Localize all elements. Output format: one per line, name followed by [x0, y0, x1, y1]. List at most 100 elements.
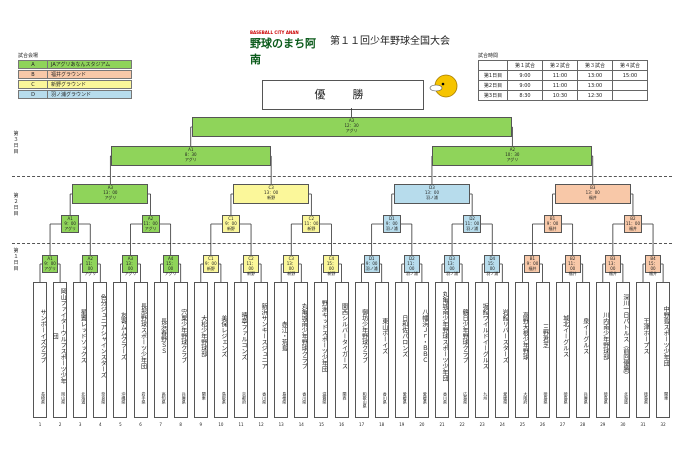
team-slot: 御坊少年野球クラブ和歌山県	[354, 282, 369, 418]
team-number: 12	[258, 422, 264, 427]
match-venue: 福井	[568, 271, 577, 276]
team-name: 色分ジュニアシャインスターズ	[99, 294, 107, 378]
team-name: 高野大根少年野球	[521, 312, 529, 360]
match-id: B3	[590, 185, 596, 190]
team-slot: 三野君芝徳島県	[535, 282, 550, 418]
team-slot: 大松少年野球部関東	[193, 282, 208, 418]
match-time: 8：30	[184, 152, 197, 157]
schedule-cell	[612, 90, 648, 101]
team-prefecture: 広島県	[463, 392, 469, 404]
match-venue: アグリ	[44, 266, 56, 271]
match-venue: アグリ	[144, 226, 157, 231]
match-venue: アグリ	[506, 157, 519, 162]
team-name: 八幡浜Ｊｒ・ＢＢＣ	[420, 309, 428, 363]
team-prefecture: 滋賀県	[322, 392, 328, 404]
team-prefecture: 愛媛県	[422, 392, 428, 404]
match-id: A1	[47, 256, 53, 261]
team-slot: 新浜サンキースジュニア香川県	[254, 282, 269, 418]
match-id: C2	[248, 256, 254, 261]
team-prefecture: 京都府	[242, 392, 247, 404]
team-slot: 高野大根少年野球大阪府	[515, 282, 530, 418]
team-name: 長浜春野ＳＳ	[159, 318, 167, 354]
match-id: C1	[208, 256, 214, 261]
team-name: 東山ボーイズ	[380, 318, 388, 354]
day1-label: 第１日目	[13, 248, 19, 272]
match-time: 10：30	[505, 152, 520, 157]
day3-label: 第３日目	[13, 131, 19, 155]
team-number: 28	[580, 422, 586, 427]
team-number: 16	[338, 422, 345, 427]
team-number: 32	[660, 422, 666, 427]
match-venue: 新野	[327, 271, 336, 276]
team-name: 赤江・荒島	[280, 321, 288, 351]
legend-label: 羽ノ浦グラウンド	[51, 92, 92, 98]
team-number: 1	[38, 422, 42, 427]
team-slot: 八幡浜Ｊｒ・ＢＢＣ 愛媛県	[414, 282, 429, 418]
team-name: 友寄ムムクラーズ	[119, 312, 127, 360]
match-id: D2	[469, 216, 475, 221]
team-prefecture: 九州	[483, 392, 489, 400]
match-venue: 羽ノ浦	[365, 266, 378, 271]
team-number: 18	[379, 422, 385, 427]
match-time: 9：00	[205, 261, 217, 266]
match-venue: 福井	[649, 271, 658, 276]
divider-day3	[12, 176, 672, 177]
team-prefecture: 徳島県	[543, 392, 549, 404]
team-number: 25	[519, 422, 525, 427]
team-name: 泉イーグルス	[581, 318, 589, 354]
team-number: 29	[600, 422, 606, 427]
team-number: 30	[620, 422, 626, 427]
team-name: サンボーイズクラブ	[39, 309, 46, 363]
team-number: 5	[119, 422, 122, 427]
match-id: D1	[388, 216, 395, 221]
mascot-icon	[429, 74, 458, 98]
team-slot: 晴章ファルコンズ京都府	[234, 282, 248, 418]
team-slot: 星置レッドソックス北海道	[73, 282, 88, 418]
team-number: 2	[58, 422, 62, 427]
team-number: 7	[159, 422, 162, 427]
team-name: 御坊少年野球クラブ	[360, 309, 368, 363]
team-number: 10	[218, 422, 224, 427]
match-id: A1	[67, 216, 73, 221]
team-name: 中野島スポーツ少年団	[662, 306, 670, 366]
team-number: 14	[298, 422, 304, 427]
match-id: A2	[87, 256, 93, 261]
match-time: 13：00	[608, 261, 618, 271]
match-time: 11：00	[246, 261, 256, 271]
match-time: 9：00	[385, 221, 398, 226]
team-prefecture: 徳島県	[563, 392, 569, 404]
match-time: 15：00	[166, 261, 176, 271]
match-time: 15：00	[487, 261, 497, 271]
team-name: 岩館リバースターズ	[501, 309, 509, 363]
team-slot: 日和佐パロンズ愛媛県	[394, 282, 409, 418]
team-prefecture: 高知県	[161, 392, 167, 404]
match-venue: 福井	[588, 195, 597, 200]
match-id: C3	[268, 185, 274, 190]
match-time: 9：00	[365, 261, 378, 266]
team-slot: 長部野球スポーツ少年団岩手県	[133, 282, 148, 418]
team-prefecture: 沖縄県	[121, 392, 127, 404]
team-number: 11	[238, 422, 244, 427]
match-time: 13：00	[264, 190, 279, 195]
match-venue: アグリ	[345, 128, 358, 133]
schedule-title: 試合時間	[478, 53, 499, 59]
legend-key: B	[19, 71, 48, 78]
team-number: 19	[399, 422, 405, 427]
team-name: 王津ホープス	[642, 318, 649, 354]
match-id: C2	[308, 216, 315, 221]
team-slot: 長浜春野ＳＳ 高知県	[153, 282, 168, 418]
